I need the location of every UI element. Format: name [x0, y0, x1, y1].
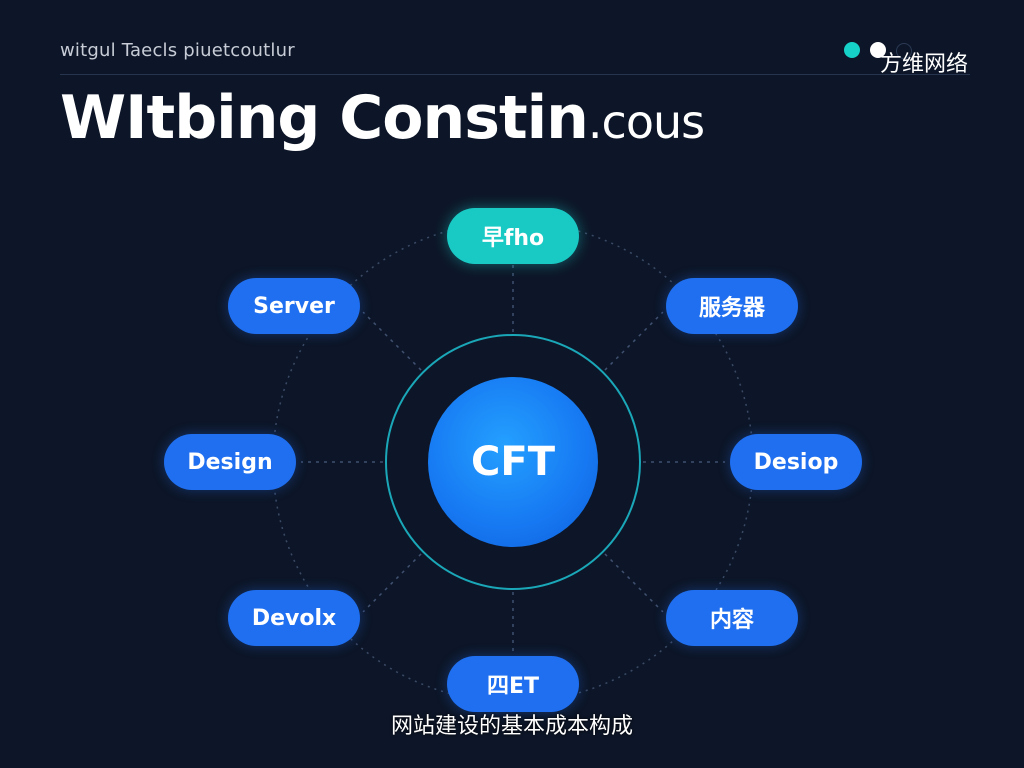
node-top-left[interactable]: Server — [228, 278, 360, 334]
spoke-bottom-right — [604, 553, 664, 613]
node-bottom-right-label: 内容 — [709, 608, 754, 633]
node-top-right[interactable]: 服务器 — [666, 278, 798, 334]
page-title-suffix: .cous — [587, 95, 705, 149]
center-ring — [385, 334, 641, 590]
center-node[interactable]: CFT — [428, 377, 598, 547]
slide-dot-active[interactable] — [844, 42, 860, 58]
slide-dot-ghost[interactable] — [896, 43, 912, 59]
spokes — [301, 250, 725, 674]
spoke-top-right — [604, 311, 664, 371]
page-title: WItbing Constin.cous — [60, 88, 705, 149]
subtitle: witgul Taecls piuetcoutlur — [60, 40, 295, 61]
node-top-label: 早fho — [481, 226, 545, 251]
node-bottom-right[interactable]: 内容 — [666, 590, 798, 646]
spoke-bottom-left — [362, 553, 422, 613]
center-node-label: CFT — [471, 439, 555, 485]
node-left[interactable]: Design — [164, 434, 296, 490]
node-top-right-label: 服务器 — [698, 296, 765, 321]
subtitle-caption: 网站建设的基本成本构成 — [390, 714, 633, 739]
node-right[interactable]: Desiop — [730, 434, 862, 490]
header-divider — [60, 74, 970, 75]
node-top-left-label: Server — [253, 293, 335, 319]
node-right-label: Desiop — [753, 449, 839, 475]
slide-dot[interactable] — [870, 42, 886, 58]
node-left-label: Design — [187, 449, 273, 475]
brand-watermark: 方维网络 — [880, 52, 969, 77]
node-bottom[interactable]: 四ET — [447, 656, 579, 712]
node-bottom-label: 四ET — [486, 674, 540, 699]
node-bottom-left[interactable]: Devolx — [228, 590, 360, 646]
page-title-main: WItbing Constin — [60, 83, 589, 153]
node-top[interactable]: 早fho — [447, 208, 579, 264]
node-bottom-left-label: Devolx — [251, 605, 337, 631]
spoke-top-left — [362, 311, 422, 371]
